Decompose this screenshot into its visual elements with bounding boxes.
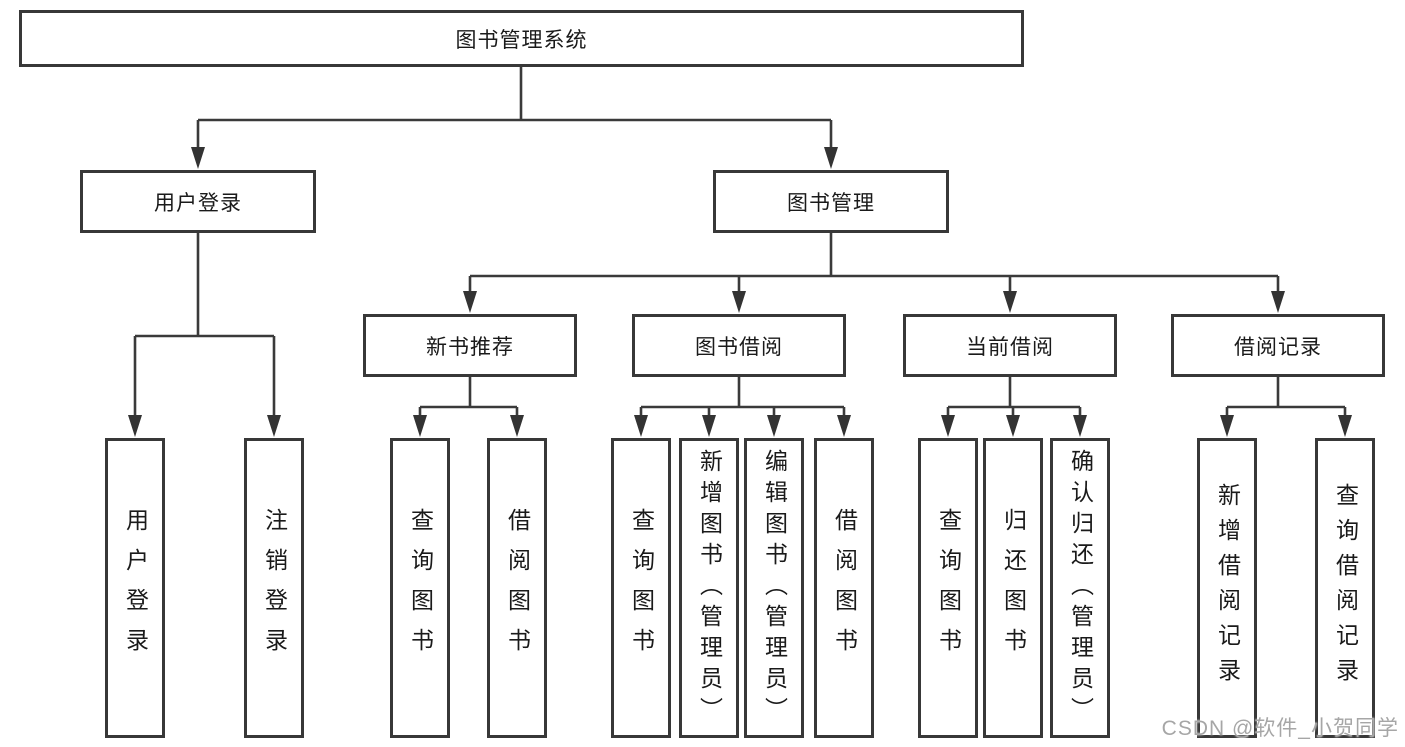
leaf-add-borrow-record: 新增借阅记录 (1197, 438, 1257, 738)
arrowheads (128, 147, 1352, 437)
leaf-add-books-admin: 新增图书（管理员） (679, 438, 739, 738)
leaf-borrow-books: 借阅图书 (814, 438, 874, 738)
leaf-borrow-books-recommend: 借阅图书 (487, 438, 547, 738)
node-library-management-system: 图书管理系统 (19, 10, 1024, 67)
leaf-label: 注销登录 (261, 508, 288, 668)
leaf-label: 查询图书 (628, 508, 655, 668)
leaf-query-books-current: 查询图书 (918, 438, 978, 738)
node-new-book-recommend: 新书推荐 (363, 314, 577, 377)
node-label: 图书管理系统 (455, 28, 588, 52)
leaf-label: 查询图书 (407, 508, 434, 668)
node-label: 借阅记录 (1234, 335, 1322, 359)
leaf-confirm-return-admin: 确认归还（管理员） (1050, 438, 1110, 738)
tree-edges (133, 67, 1347, 420)
node-borrowing-records: 借阅记录 (1171, 314, 1385, 377)
leaf-label: 借阅图书 (831, 508, 858, 668)
leaf-label: 归还图书 (1000, 508, 1027, 668)
leaf-label: 借阅图书 (504, 508, 531, 668)
leaf-label: 新增图书（管理员） (696, 448, 723, 728)
leaf-label: 编辑图书（管理员） (761, 448, 788, 728)
leaf-query-borrow-record: 查询借阅记录 (1315, 438, 1375, 738)
leaf-edit-books-admin: 编辑图书（管理员） (744, 438, 804, 738)
node-label: 图书借阅 (695, 335, 783, 359)
node-book-management-branch: 图书管理 (713, 170, 949, 233)
node-book-borrowing: 图书借阅 (632, 314, 846, 377)
leaf-query-books-borrow: 查询图书 (611, 438, 671, 738)
leaf-return-books: 归还图书 (983, 438, 1043, 738)
node-label: 新书推荐 (426, 335, 514, 359)
node-label: 图书管理 (787, 191, 875, 215)
leaf-logout: 注销登录 (244, 438, 304, 738)
leaf-label: 查询图书 (935, 508, 962, 668)
leaf-query-books-recommend: 查询图书 (390, 438, 450, 738)
leaf-label: 确认归还（管理员） (1067, 448, 1094, 728)
csdn-watermark: CSDN @软件_小贺同学 (1161, 717, 1399, 740)
node-current-borrowing: 当前借阅 (903, 314, 1117, 377)
node-label: 当前借阅 (966, 335, 1054, 359)
leaf-label: 查询借阅记录 (1332, 483, 1359, 693)
leaf-label: 新增借阅记录 (1214, 483, 1241, 693)
leaf-label: 用户登录 (122, 508, 149, 668)
node-user-login-branch: 用户登录 (80, 170, 316, 233)
leaf-user-login: 用户登录 (105, 438, 165, 738)
node-label: 用户登录 (154, 191, 242, 215)
